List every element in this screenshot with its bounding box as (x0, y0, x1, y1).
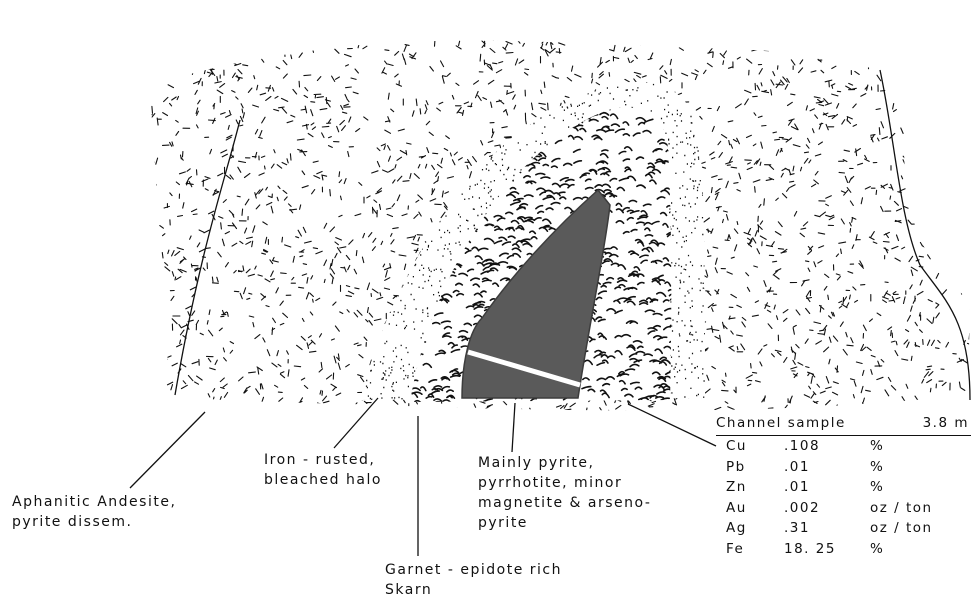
assay-row: Pb.01% (716, 457, 971, 478)
assay-element: Ag (716, 518, 784, 539)
label-bleached-halo: Iron - rusted,bleached halo (264, 450, 382, 490)
leader-sulfide (512, 403, 515, 452)
channel-sample-width: 3.8 m (923, 413, 969, 433)
assay-element: Cu (716, 436, 784, 457)
assay-value: 18. 25 (784, 539, 870, 560)
assay-unit: % (870, 457, 971, 478)
assay-unit: oz / ton (870, 498, 971, 519)
assay-unit: % (870, 436, 971, 457)
assay-value: .002 (784, 498, 870, 519)
assay-unit: oz / ton (870, 518, 971, 539)
assay-value: .01 (784, 477, 870, 498)
assay-element: Zn (716, 477, 784, 498)
leader-channel (628, 404, 716, 446)
leader-halo (334, 398, 378, 448)
assay-element: Fe (716, 539, 784, 560)
assay-value: .31 (784, 518, 870, 539)
label-sulfide-body: Mainly pyrite,pyrrhotite, minor magnetit… (478, 453, 651, 533)
label-aphanitic-andesite: Aphanitic Andesite,pyrite dissem. (12, 492, 176, 532)
channel-sample-header: Channel sample 3.8 m (716, 413, 971, 436)
assay-value: .108 (784, 436, 870, 457)
assay-unit: % (870, 539, 971, 560)
assay-value: .01 (784, 457, 870, 478)
channel-sample-title: Channel sample (716, 413, 846, 433)
leader-andesite (130, 412, 205, 488)
assay-element: Au (716, 498, 784, 519)
assay-element: Pb (716, 457, 784, 478)
assay-row: Zn.01% (716, 477, 971, 498)
assay-unit: % (870, 477, 971, 498)
channel-sample-table: Channel sample 3.8 m Cu.108%Pb.01%Zn.01%… (716, 413, 971, 559)
assay-row: Cu.108% (716, 436, 971, 457)
